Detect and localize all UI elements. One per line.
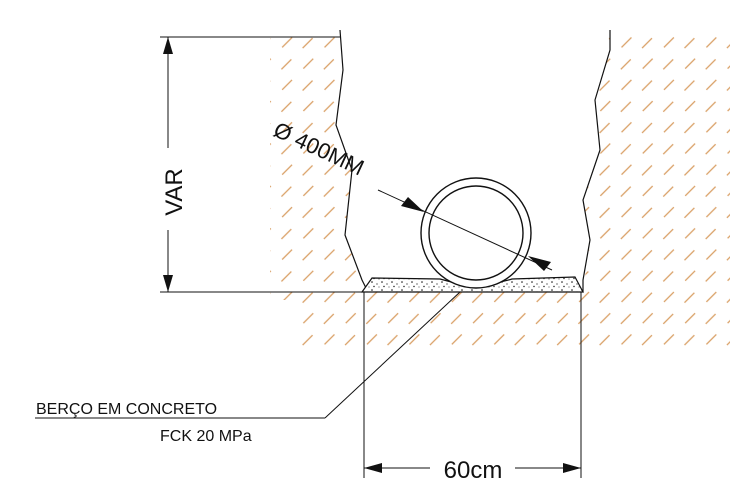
- bedding-leader-diagonal: [324, 291, 461, 419]
- depth-label: VAR: [161, 168, 188, 216]
- pipe: [420, 177, 532, 289]
- trench-left-wall: [335, 29, 369, 293]
- bedding-title: BERÇO EM CONCRETO: [36, 401, 217, 418]
- bedding-spec: FCK 20 MPa: [160, 428, 252, 445]
- diameter-arrow-top: [401, 197, 424, 212]
- width-arrow-left: [364, 463, 382, 473]
- width-arrow-right: [563, 463, 581, 473]
- depth-arrow-top: [163, 37, 173, 54]
- diameter-arrow-bottom: [528, 256, 551, 271]
- trench-width-label: 60cm: [444, 457, 503, 484]
- trench-right-wall: [582, 30, 611, 292]
- depth-arrow-bottom: [163, 275, 173, 292]
